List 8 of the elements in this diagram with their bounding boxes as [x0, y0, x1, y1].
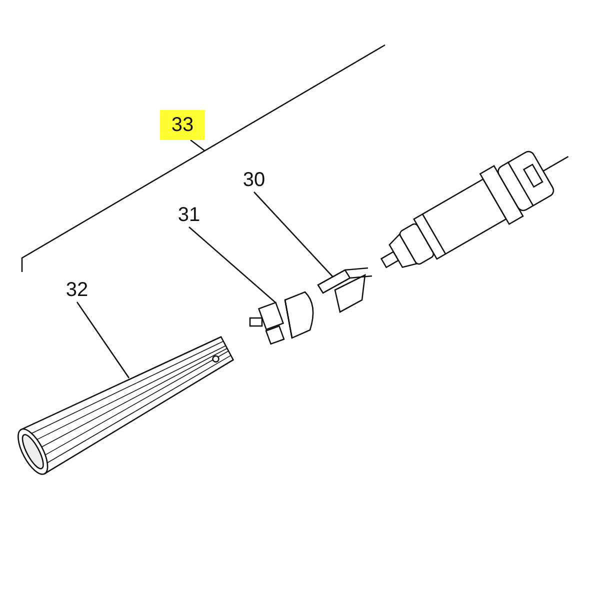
callout-number: 32 — [62, 278, 92, 302]
callout-number: 30 — [240, 168, 268, 192]
leader-line — [188, 226, 276, 304]
leader-line — [254, 192, 334, 278]
leader-line — [190, 139, 206, 152]
callout-number: 31 — [175, 203, 203, 227]
callout-number: 33 — [160, 110, 205, 140]
leader-line — [76, 302, 130, 378]
